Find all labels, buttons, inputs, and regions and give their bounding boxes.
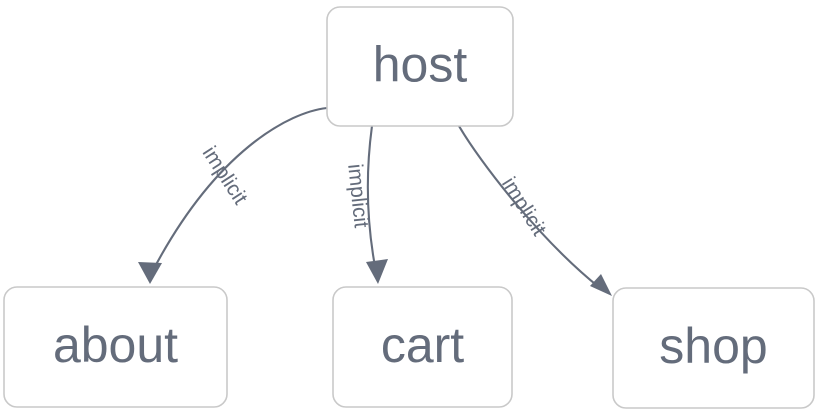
node-about-label: about bbox=[53, 317, 178, 373]
edge-host-shop-arrowhead-icon bbox=[590, 274, 612, 296]
edge-host-about-path bbox=[148, 106, 329, 278]
edge-host-cart-path bbox=[366, 124, 378, 274]
node-cart[interactable]: cart bbox=[332, 286, 513, 408]
edge-host-about[interactable]: implicit bbox=[138, 106, 329, 284]
edge-group: implicit implicit implicit bbox=[138, 106, 612, 296]
node-shop-label: shop bbox=[659, 318, 767, 374]
edge-host-about-arrowhead-icon bbox=[138, 262, 162, 284]
node-about-rect[interactable] bbox=[3, 286, 228, 408]
node-shop[interactable]: shop bbox=[612, 287, 815, 409]
edge-host-cart[interactable]: implicit bbox=[343, 124, 388, 284]
node-host[interactable]: host bbox=[326, 6, 514, 127]
node-cart-label: cart bbox=[381, 317, 464, 373]
node-host-label: host bbox=[373, 37, 468, 93]
node-host-rect[interactable] bbox=[326, 6, 514, 127]
node-group: host about cart shop bbox=[3, 6, 815, 409]
edge-host-shop[interactable]: implicit bbox=[457, 124, 612, 296]
edge-host-about-label: implicit bbox=[198, 142, 252, 208]
edge-host-shop-path bbox=[457, 124, 602, 290]
node-cart-rect[interactable] bbox=[332, 286, 513, 408]
edge-host-shop-label: implicit bbox=[497, 173, 551, 240]
node-about[interactable]: about bbox=[3, 286, 228, 408]
node-shop-rect[interactable] bbox=[612, 287, 815, 409]
edge-host-cart-arrowhead-icon bbox=[366, 259, 388, 284]
